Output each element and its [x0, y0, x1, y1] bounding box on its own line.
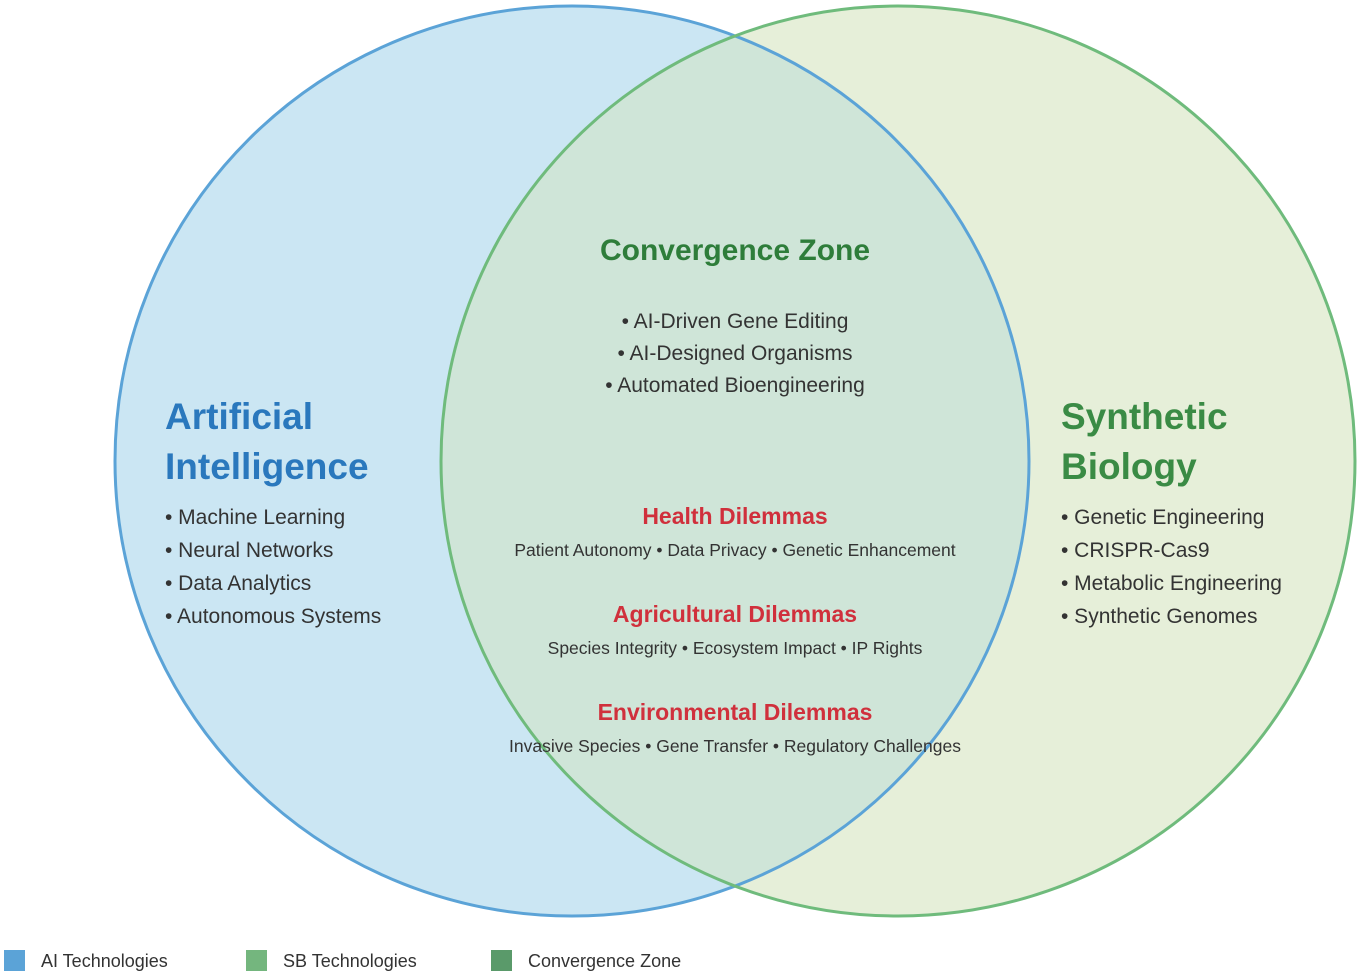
legend-swatch-ai — [4, 950, 25, 971]
legend-swatch-convergence — [491, 950, 512, 971]
list-item: • AI-Driven Gene Editing — [621, 310, 849, 333]
health-dilemmas-title: Health Dilemmas — [642, 503, 828, 529]
agricultural-dilemmas-text: Species Integrity • Ecosystem Impact • I… — [547, 638, 923, 658]
ai-title-line2: Intelligence — [165, 446, 369, 487]
agricultural-dilemmas-title: Agricultural Dilemmas — [612, 601, 858, 627]
environmental-dilemmas-title: Environmental Dilemmas — [597, 699, 873, 725]
legend-swatch-sb — [246, 950, 267, 971]
list-item: • Neural Networks — [165, 539, 334, 562]
list-item: • Machine Learning — [165, 506, 346, 529]
legend-item-ai: AI Technologies — [4, 948, 168, 974]
convergence-title: Convergence Zone — [599, 234, 871, 267]
list-item: • AI-Designed Organisms — [617, 342, 853, 365]
convergence-list: • AI-Driven Gene Editing • AI-Designed O… — [435, 306, 1035, 402]
list-item: • Synthetic Genomes — [1061, 605, 1258, 628]
legend-item-sb: SB Technologies — [246, 948, 417, 974]
overlap-region — [441, 6, 1029, 916]
ai-technology-list: • Machine Learning • Neural Networks • D… — [165, 501, 381, 633]
list-item: • Data Analytics — [165, 572, 312, 595]
sb-technology-list: • Genetic Engineering • CRISPR-Cas9 • Me… — [1061, 501, 1282, 633]
legend-label-sb: SB Technologies — [283, 951, 417, 971]
ai-title: Artificial Intelligence — [165, 392, 369, 492]
legend-item-convergence: Convergence Zone — [491, 948, 681, 974]
list-item: • Metabolic Engineering — [1061, 572, 1282, 595]
legend-label-convergence: Convergence Zone — [528, 951, 682, 971]
sb-circle-outline — [439, 4, 1357, 918]
health-dilemmas-text: Patient Autonomy • Data Privacy • Geneti… — [514, 540, 956, 560]
list-item: • Automated Bioengineering — [605, 374, 865, 397]
list-item: • Autonomous Systems — [165, 605, 382, 628]
legend-label-ai: AI Technologies — [41, 951, 168, 971]
ai-circle-outline — [113, 4, 1031, 918]
sb-title: Synthetic Biology — [1061, 392, 1228, 492]
sb-title-line2: Biology — [1061, 446, 1197, 487]
list-item: • CRISPR-Cas9 — [1061, 539, 1210, 562]
list-item: • Genetic Engineering — [1061, 506, 1265, 529]
ai-title-line1: Artificial — [165, 396, 314, 437]
environmental-dilemmas-text: Invasive Species • Gene Transfer • Regul… — [509, 736, 961, 756]
sb-title-line1: Synthetic — [1061, 396, 1228, 437]
